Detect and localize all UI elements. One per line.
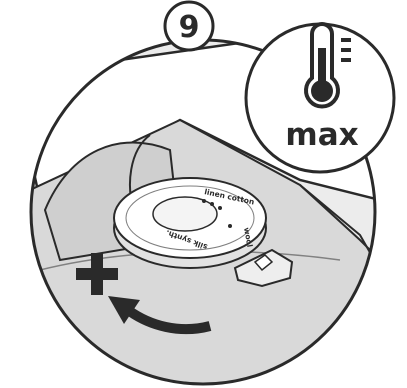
max-label: max — [285, 117, 358, 153]
step-number: 9 — [179, 10, 200, 45]
max-temperature-badge: max — [246, 24, 394, 172]
step-badge: 9 — [165, 2, 213, 50]
